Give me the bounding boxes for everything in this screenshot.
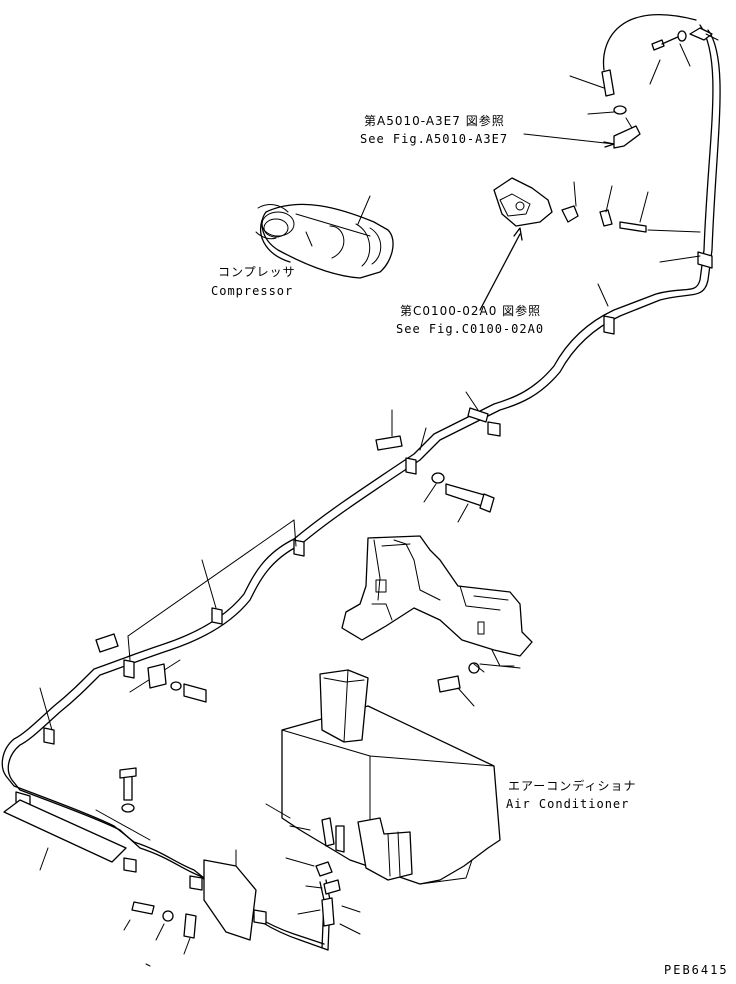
top-fittings <box>601 27 713 149</box>
compressor-drawing <box>255 195 394 279</box>
expansion-valve <box>479 177 701 311</box>
ref-a-label-jp: 第A5010-A3E7 図参照 <box>364 114 505 128</box>
aircon-label-en: Air Conditioner <box>506 797 630 811</box>
aircon-label-jp: エアーコンディショナ <box>508 779 637 793</box>
air-duct <box>341 535 533 707</box>
compressor-label-jp: コンプレッサ <box>218 265 296 279</box>
ref-c-label-jp: 第C0100-02A0 図参照 <box>400 304 542 318</box>
leader-lines-top <box>523 33 719 148</box>
drawing-id: PEB6415 <box>664 963 729 977</box>
ref-a-label-en: See Fig.A5010-A3E7 <box>360 132 509 146</box>
lower-left-parts <box>3 767 257 967</box>
middle-fittings <box>39 391 495 731</box>
hose-clamps <box>15 251 713 925</box>
air-conditioner-unit <box>265 669 501 935</box>
compressor-label-en: Compressor <box>211 284 294 298</box>
ref-c-label-en: See Fig.C0100-02A0 <box>396 322 545 336</box>
